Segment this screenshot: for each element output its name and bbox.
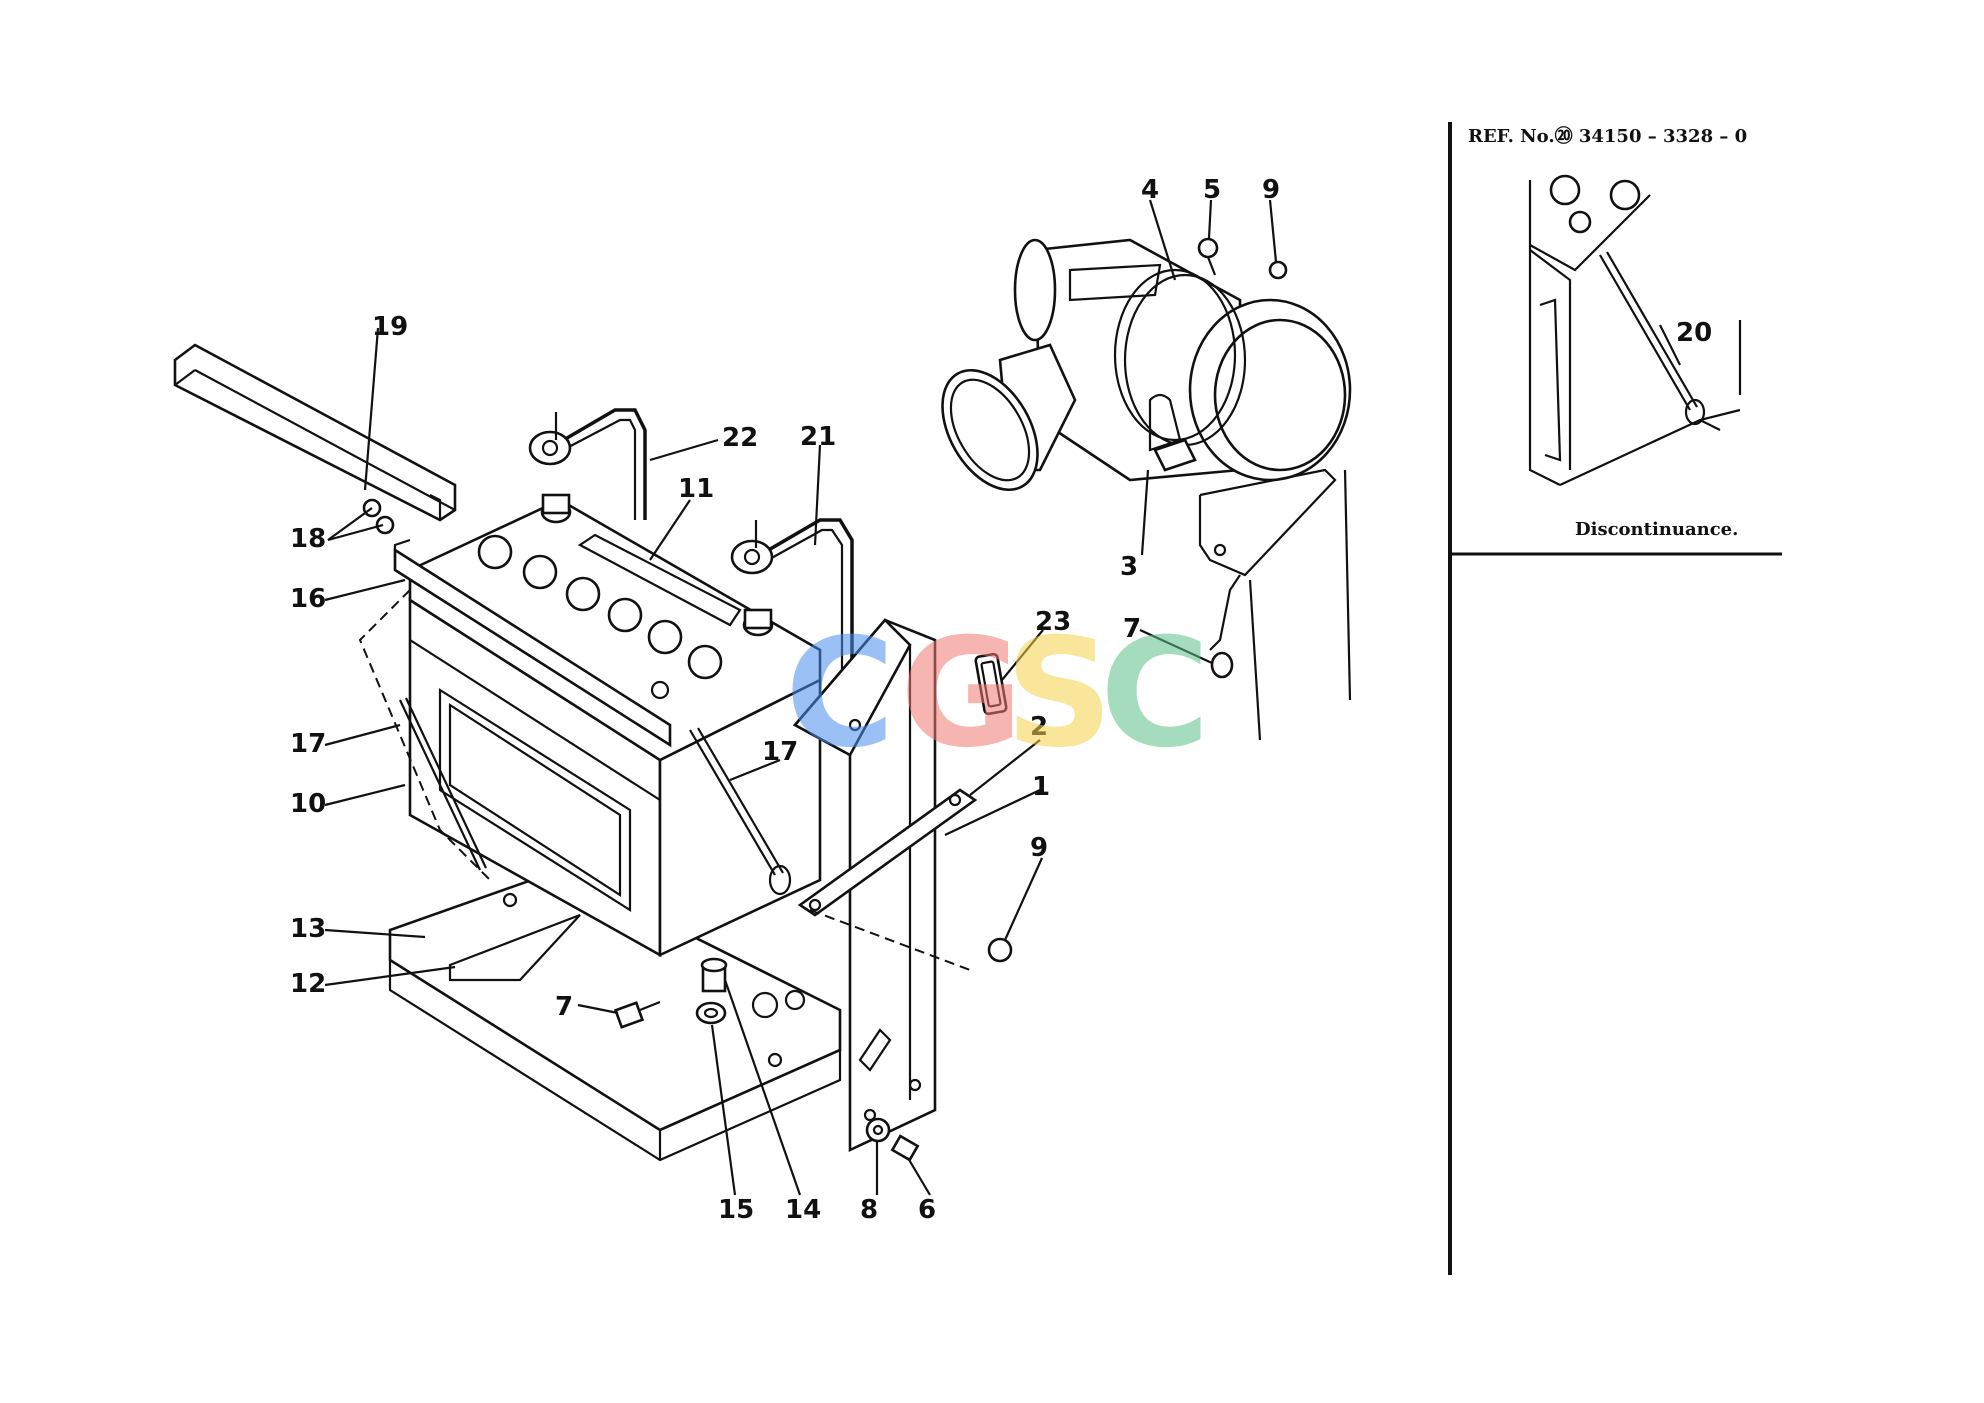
label-22: 22 xyxy=(722,423,758,453)
label-1: 1 xyxy=(1032,772,1050,802)
label-9-upper: 9 xyxy=(1262,175,1280,205)
battery-cover xyxy=(173,343,457,522)
cable-21 xyxy=(730,518,854,680)
label-5: 5 xyxy=(1203,175,1221,205)
battery-tray xyxy=(388,868,842,1162)
stay xyxy=(797,788,978,971)
label-16: 16 xyxy=(290,584,326,614)
label-21: 21 xyxy=(800,422,836,452)
air-cleaner xyxy=(941,238,1352,492)
bolt-7-lower xyxy=(613,1000,661,1029)
inset-ref-number: REF. No.⑳ 34150 – 3328 – 0 xyxy=(1468,125,1747,147)
label-11: 11 xyxy=(678,474,714,504)
watermark: C G S C xyxy=(785,607,1210,781)
nut-8 xyxy=(865,1117,891,1143)
inset-battery-detail xyxy=(1528,174,1742,486)
label-3: 3 xyxy=(1120,552,1138,582)
label-20: 20 xyxy=(1676,318,1712,348)
inset-note: Discontinuance. xyxy=(1575,519,1738,540)
watermark-letter-2: G xyxy=(900,607,1023,781)
label-6: 6 xyxy=(918,1195,936,1225)
nut-9-upper xyxy=(1268,260,1288,280)
bolt-7-upper xyxy=(1210,651,1234,679)
bolt-6 xyxy=(890,1134,920,1162)
nuts-18 xyxy=(362,498,395,535)
label-4: 4 xyxy=(1141,175,1159,205)
label-12: 12 xyxy=(290,969,326,999)
battery-caps xyxy=(477,493,774,680)
label-15: 15 xyxy=(718,1195,754,1225)
label-14: 14 xyxy=(785,1195,821,1225)
label-9-lower: 9 xyxy=(1030,833,1048,863)
nut-9-lower xyxy=(987,937,1013,963)
inset-panel: REF. No.⑳ 34150 – 3328 – 0 20 Discontinu… xyxy=(1448,122,1782,1275)
label-18: 18 xyxy=(290,524,326,554)
label-7-lower: 7 xyxy=(555,992,573,1022)
bolt-14 xyxy=(700,957,728,993)
hold-rod-right xyxy=(689,727,792,896)
callout-labels: 19 22 21 11 18 16 17 17 10 13 12 2 1 9 7… xyxy=(290,175,1280,1225)
mounting-bracket xyxy=(792,618,937,1153)
watermark-letter-4: C xyxy=(1100,607,1210,781)
leader-lines xyxy=(324,199,1278,1196)
label-10: 10 xyxy=(290,789,326,819)
battery-hold-bar xyxy=(393,538,672,748)
bolt-5 xyxy=(1197,237,1219,276)
label-19: 19 xyxy=(372,312,408,342)
label-23: 23 xyxy=(1035,607,1071,637)
label-17-left: 17 xyxy=(290,729,326,759)
label-17-right: 17 xyxy=(762,737,798,767)
air-cleaner-bracket xyxy=(1198,468,1352,741)
label-13: 13 xyxy=(290,914,326,944)
label-8: 8 xyxy=(860,1195,878,1225)
label-2: 2 xyxy=(1030,712,1048,742)
hold-rod-left xyxy=(358,589,491,881)
watermark-letter-3: S xyxy=(1005,607,1113,781)
rubber-23 xyxy=(974,652,1008,716)
label-7-upper: 7 xyxy=(1123,614,1141,644)
cable-22 xyxy=(528,408,647,520)
washer-15 xyxy=(695,1001,727,1025)
watermark-letter-1: C xyxy=(785,607,895,781)
